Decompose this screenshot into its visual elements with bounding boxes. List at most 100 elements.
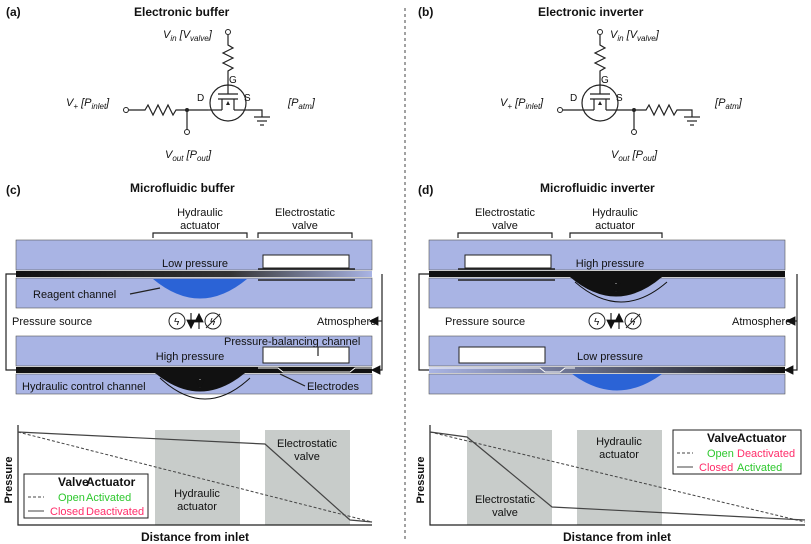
valve-chamber-c <box>262 254 350 269</box>
plot-c-region1-line1: Hydraulic <box>174 488 220 500</box>
gate-resistor-a <box>221 35 235 80</box>
plot-c-legend <box>23 473 149 519</box>
channel-c-bottom <box>16 367 372 373</box>
electrostatic-valve-label-c1: Electrostatic <box>275 207 335 219</box>
power-off-icon <box>168 312 186 330</box>
plot-c-region2-line2: valve <box>294 451 320 463</box>
load-resistor-a <box>129 103 208 117</box>
high-pressure-label-d: High pressure <box>576 258 644 270</box>
load-resistor-b <box>634 103 693 117</box>
plot-c-axes <box>17 425 372 526</box>
channel-c-top <box>16 271 372 277</box>
pressure-source-label-c: Pressure source <box>12 316 92 328</box>
plot-c-legend-r2b: Deactivated <box>86 506 144 518</box>
hydraulic-actuator-label-d2: actuator <box>595 220 635 232</box>
panel-c: (c) Microfluidic buffer Hydraulic actuat… <box>3 181 383 544</box>
bolt-icon-c2: ϟ <box>210 317 216 328</box>
drain-label-a: D <box>197 93 204 104</box>
panel-a-title: Electronic buffer <box>134 5 230 19</box>
electrostatic-valve-label-d2: valve <box>492 220 518 232</box>
gate-label-a: G <box>229 75 237 86</box>
plot-c-ylabel: Pressure <box>3 456 15 503</box>
atmosphere-label-c: Atmosphere <box>317 316 376 328</box>
patm-label-a: [Patm] <box>287 97 316 111</box>
vout-label-b: Vout [Pout] <box>611 149 658 163</box>
plot-c-legend-h1: Valve <box>58 475 89 489</box>
plot-d-legend-r1b: Deactivated <box>737 448 795 460</box>
plot-d-region2-line1: Hydraulic <box>596 436 642 448</box>
plot-c-xlabel: Distance from inlet <box>141 530 249 544</box>
vin-label-a: Vin [Vvalve] <box>163 29 213 43</box>
valve-chamber-d <box>464 254 552 269</box>
atmosphere-label-d: Atmosphere <box>732 316 791 328</box>
gate-label-b: G <box>601 75 609 86</box>
panel-b: (b) Electronic inverter Vin [Vvalve] G D… <box>418 5 743 163</box>
low-pressure-label-d: Low pressure <box>577 351 643 363</box>
plot-d-legend-r2a: Closed <box>699 462 733 474</box>
gate-resistor-b <box>593 35 607 80</box>
power-on-icon <box>204 312 222 330</box>
high-pressure-label-c: High pressure <box>156 351 224 363</box>
hydraulic-actuator-label-c1: Hydraulic <box>177 207 223 219</box>
bolt-icon-d2: ϟ <box>630 317 636 328</box>
plot-d-legend-h1: Valve <box>707 431 738 445</box>
panel-d-title: Microfluidic inverter <box>540 181 655 195</box>
electrostatic-valve-label-c2: valve <box>292 220 318 232</box>
source-label-a: S <box>244 93 251 104</box>
panel-c-tag: (c) <box>6 183 21 197</box>
panel-c-title: Microfluidic buffer <box>130 181 235 195</box>
reagent-channel-label-c: Reagent channel <box>33 289 116 301</box>
plot-c-line-closed <box>17 431 373 523</box>
plot-d-region2-line2: actuator <box>599 449 639 461</box>
hydraulic-actuator-label-c2: actuator <box>180 220 220 232</box>
plot-d-legend-r1a: Open <box>707 448 734 460</box>
plot-c-legend-r1a: Open <box>58 492 85 504</box>
valve-chamber-d-bottom <box>458 346 546 364</box>
plot-d-line-open <box>429 431 806 523</box>
plot-c-region2-line1: Electrostatic <box>277 438 337 450</box>
hydraulic-control-channel-label: Hydraulic control channel <box>22 381 146 393</box>
low-pressure-label-c: Low pressure <box>162 258 228 270</box>
bolt-icon-d1: ϟ <box>594 317 600 328</box>
panel-d-tag: (d) <box>418 183 433 197</box>
panel-a-tag: (a) <box>6 5 21 19</box>
plot-d-legend <box>672 429 802 475</box>
panel-d: (d) Microfluidic inverter Electrostatic … <box>415 181 806 544</box>
vin-label-b: Vin [Vvalve] <box>610 29 660 43</box>
plot-d-xlabel: Distance from inlet <box>563 530 671 544</box>
valve-chamber-c-bottom <box>262 346 350 364</box>
patm-label-b: [Patm] <box>714 97 743 111</box>
panel-a: (a) Electronic buffer Vin [Vvalve] G D S… <box>6 5 316 163</box>
plot-c-legend-r2a: Closed <box>50 506 84 518</box>
bolt-icon-c1: ϟ <box>174 317 180 328</box>
hydraulic-actuator-label-d1: Hydraulic <box>592 207 638 219</box>
electrostatic-valve-label-d1: Electrostatic <box>475 207 535 219</box>
region-electrostatic-valve-d <box>467 430 552 525</box>
plot-d-axes <box>429 425 805 526</box>
plot-d-ylabel: Pressure <box>415 456 427 503</box>
vplus-label-a: V+ [Pinlet] <box>66 97 110 111</box>
vin-terminal-a <box>225 29 231 35</box>
power-on-icon-d <box>624 312 642 330</box>
reagent-fluid-c <box>153 279 247 299</box>
panel-b-title: Electronic inverter <box>538 5 644 19</box>
power-off-icon-d <box>588 312 606 330</box>
drain-label-b: D <box>570 93 577 104</box>
vout-label-a: Vout [Pout] <box>165 149 212 163</box>
electrodes-label: Electrodes <box>307 381 359 393</box>
reagent-fluid-d <box>572 374 662 391</box>
plot-d-region1-line2: valve <box>492 507 518 519</box>
plot-d-legend-r2b: Activated <box>737 462 782 474</box>
pressure-balancing-channel-label: Pressure-balancing channel <box>224 336 360 348</box>
plot-d-region1-line1: Electrostatic <box>475 494 535 506</box>
source-label-b: S <box>616 93 623 104</box>
plot-c-legend-h2: Actuator <box>86 475 136 489</box>
pressure-source-label-d: Pressure source <box>445 316 525 328</box>
plot-d-legend-h2: Actuator <box>737 431 787 445</box>
panel-b-tag: (b) <box>418 5 433 19</box>
plot-d-line-closed <box>429 431 806 521</box>
channel-d-bottom <box>429 367 785 373</box>
plot-c-region1-line2: actuator <box>177 501 217 513</box>
